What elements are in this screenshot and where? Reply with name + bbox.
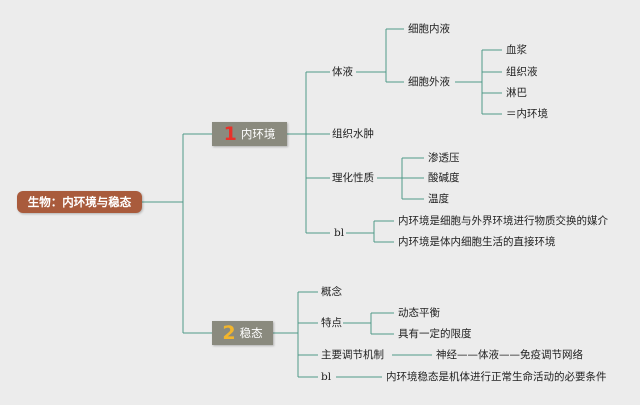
node-bl-1-text-1[interactable]: 内环境是细胞与外界环境进行物质交换的媒介	[398, 215, 608, 227]
node-bl-2-text[interactable]: 内环境稳态是机体进行正常生命活动的必要条件	[386, 371, 607, 383]
node-xibaoneiye[interactable]: 细胞内液	[408, 23, 450, 35]
node-wendu[interactable]: 温度	[428, 193, 449, 205]
node-xiandu[interactable]: 具有一定的限度	[398, 328, 472, 340]
node-dongtai[interactable]: 动态平衡	[398, 307, 440, 319]
node-bl-2[interactable]: bl	[321, 371, 332, 383]
root-node[interactable]: 生物：内环境与稳态	[17, 191, 142, 213]
node-zuzhiye[interactable]: 组织液	[506, 66, 538, 78]
node-eq-neihuanjing[interactable]: ＝内环境	[506, 108, 548, 120]
node-tedian[interactable]: 特点	[321, 317, 342, 329]
node-shentouya[interactable]: 渗透压	[428, 152, 460, 164]
branch-label-1: 内环境	[240, 127, 276, 141]
node-suanjiandu[interactable]: 酸碱度	[428, 172, 460, 184]
branch-node-2[interactable]: 2 稳态	[212, 321, 273, 345]
node-linba[interactable]: 淋巴	[506, 87, 527, 99]
node-lihuaxingzhi[interactable]: 理化性质	[332, 172, 374, 184]
branch-node-1[interactable]: 1 内环境	[212, 122, 287, 146]
node-bl-1[interactable]: bl	[334, 227, 345, 239]
node-jizhi[interactable]: 主要调节机制	[321, 349, 384, 361]
branch-label-2: 稳态	[239, 326, 263, 340]
node-tiye[interactable]: 体液	[332, 66, 353, 78]
node-zuzhishuizhong[interactable]: 组织水肿	[332, 128, 374, 140]
node-gainian[interactable]: 概念	[321, 286, 342, 298]
node-xibaowaiye[interactable]: 细胞外液	[408, 76, 450, 88]
node-xuejiang[interactable]: 血浆	[506, 44, 527, 56]
root-label: 生物：内环境与稳态	[27, 195, 132, 209]
node-bl-1-text-2[interactable]: 内环境是体内细胞生活的直接环境	[398, 236, 556, 248]
branch-number-2: 2	[222, 322, 236, 344]
node-wangluo[interactable]: 神经——体液——免疫调节网络	[436, 349, 583, 361]
branch-number-1: 1	[223, 123, 237, 145]
